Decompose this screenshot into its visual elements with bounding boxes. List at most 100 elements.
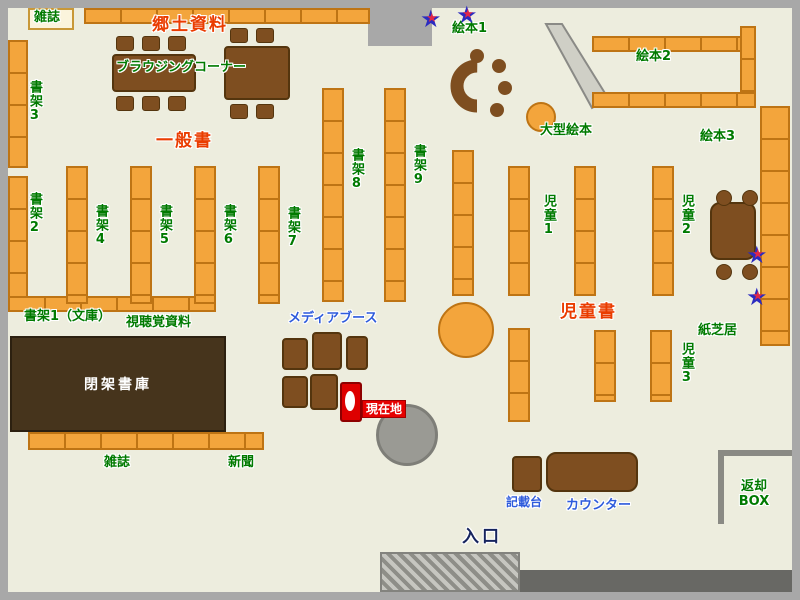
browsing-chair [116, 96, 134, 111]
shelf-top-wall [84, 8, 370, 24]
shelf-stack1-av [8, 296, 216, 312]
star-marker: ★ ★ [746, 284, 772, 310]
browsing-chair [230, 104, 248, 119]
star-icon: ★ [426, 11, 438, 26]
children-stool [742, 264, 758, 280]
label-browsing-corner: ブラウジングコーナー [116, 60, 247, 75]
label-picture-book3: 絵本3 [700, 129, 736, 144]
label-stack1-bunko: 書架1（文庫） [24, 309, 112, 324]
stool [470, 49, 484, 63]
media-booth-unit [312, 332, 342, 370]
label-stack2: 書架2 [26, 192, 42, 236]
closed-stacks-room: 閉架書庫 [10, 336, 226, 432]
label-stack4: 書架4 [92, 204, 108, 248]
shelf-stack7 [258, 166, 280, 304]
shelf-children3 [650, 330, 672, 402]
label-stack3: 書架3 [26, 80, 42, 124]
arc-table [450, 59, 504, 113]
shelf-stack2 [8, 176, 28, 302]
label-stack7: 書架7 [284, 206, 300, 250]
shelf-right-wall [760, 106, 790, 346]
label-kamishibai: 紙芝居 [698, 323, 738, 338]
label-picture-book1: 絵本1 [452, 21, 488, 36]
browsing-chair [168, 96, 186, 111]
shelf-children-lower-b [594, 330, 616, 402]
label-magazines-top: 雑誌 [34, 10, 61, 25]
label-entrance: 入口 [462, 527, 502, 547]
return-box-wall-horizontal [718, 450, 792, 456]
star-icon: ★ [746, 283, 768, 311]
label-return-line2: BOX [738, 493, 770, 509]
shelf-stack4 [66, 166, 88, 304]
shelf-children1-right [574, 166, 596, 296]
label-writing-stand: 記載台 [506, 495, 543, 509]
browsing-table-left [112, 54, 196, 92]
browsing-chair [142, 96, 160, 111]
media-booth-current [340, 382, 362, 422]
star-icon: ★ [752, 289, 764, 304]
star-icon: ★ [462, 7, 474, 22]
browsing-table-right [224, 46, 290, 100]
label-stack6: 書架6 [220, 204, 236, 248]
browsing-chair [142, 36, 160, 51]
browsing-chair [256, 28, 274, 43]
label-large-picture-book: 大型絵本 [540, 123, 593, 138]
shelf-children1-left [508, 166, 530, 296]
star-marker: ★ ★ [456, 2, 482, 28]
children-table [710, 202, 756, 260]
shelf-corner-right [740, 26, 756, 92]
magazine-rack-top [28, 8, 74, 30]
label-stack8: 書架8 [348, 148, 364, 192]
media-booth-unit [346, 336, 368, 370]
label-magazines-bottom: 雑誌 [104, 455, 131, 470]
star-icon: ★ [752, 247, 764, 262]
return-box-wall-vertical [718, 450, 724, 524]
browsing-chair [116, 36, 134, 51]
label-stack5: 書架5 [156, 204, 172, 248]
shelf-picture-book3 [592, 92, 756, 108]
label-closed-stacks: 閉架書庫 [84, 377, 152, 393]
children-stool [716, 190, 732, 206]
children-stool [742, 190, 758, 206]
label-local-history: 郷土資料 [152, 15, 228, 35]
shelf-stack3 [8, 40, 28, 168]
label-media-booth: メディアブース [288, 311, 378, 326]
stool [492, 59, 506, 73]
label-picture-book2: 絵本2 [636, 49, 672, 64]
star-icon: ★ [420, 5, 442, 33]
star-marker: ★ ★ [746, 242, 772, 268]
label-newspapers: 新聞 [228, 455, 255, 470]
media-booth-unit [310, 374, 338, 410]
shelf-stack6 [194, 166, 216, 304]
browsing-chair [168, 36, 186, 51]
label-audio-visual: 視聴覚資料 [126, 315, 192, 330]
label-return-box: 返却 BOX [726, 479, 782, 510]
label-return-line1: 返却 [740, 479, 767, 494]
browsing-chair [230, 28, 248, 43]
label-stack9: 書架9 [410, 144, 426, 188]
star-icon: ★ [746, 241, 768, 269]
round-table [438, 302, 494, 358]
media-booth-unit [282, 338, 308, 370]
counter-desk [546, 452, 638, 492]
label-children3: 児童3 [678, 342, 694, 386]
shelf-picture-book2 [592, 36, 756, 52]
browsing-chair [256, 104, 274, 119]
shelf-center [452, 150, 474, 296]
stool [498, 81, 512, 95]
shelf-stack8 [322, 88, 344, 302]
children-stool [716, 264, 732, 280]
label-general-books: 一般書 [156, 131, 213, 151]
writing-stand [512, 456, 542, 492]
shelf-magazines-newspapers [28, 432, 264, 450]
entrance-mat [380, 552, 520, 592]
current-location-badge: 現在地 [362, 400, 407, 419]
shelf-children-lower-a [508, 328, 530, 422]
wall-bottom-right [504, 570, 792, 592]
stool [490, 103, 504, 117]
star-marker: ★ ★ [420, 6, 446, 32]
wall-top-block [368, 0, 432, 46]
label-children-books: 児童書 [560, 302, 617, 322]
